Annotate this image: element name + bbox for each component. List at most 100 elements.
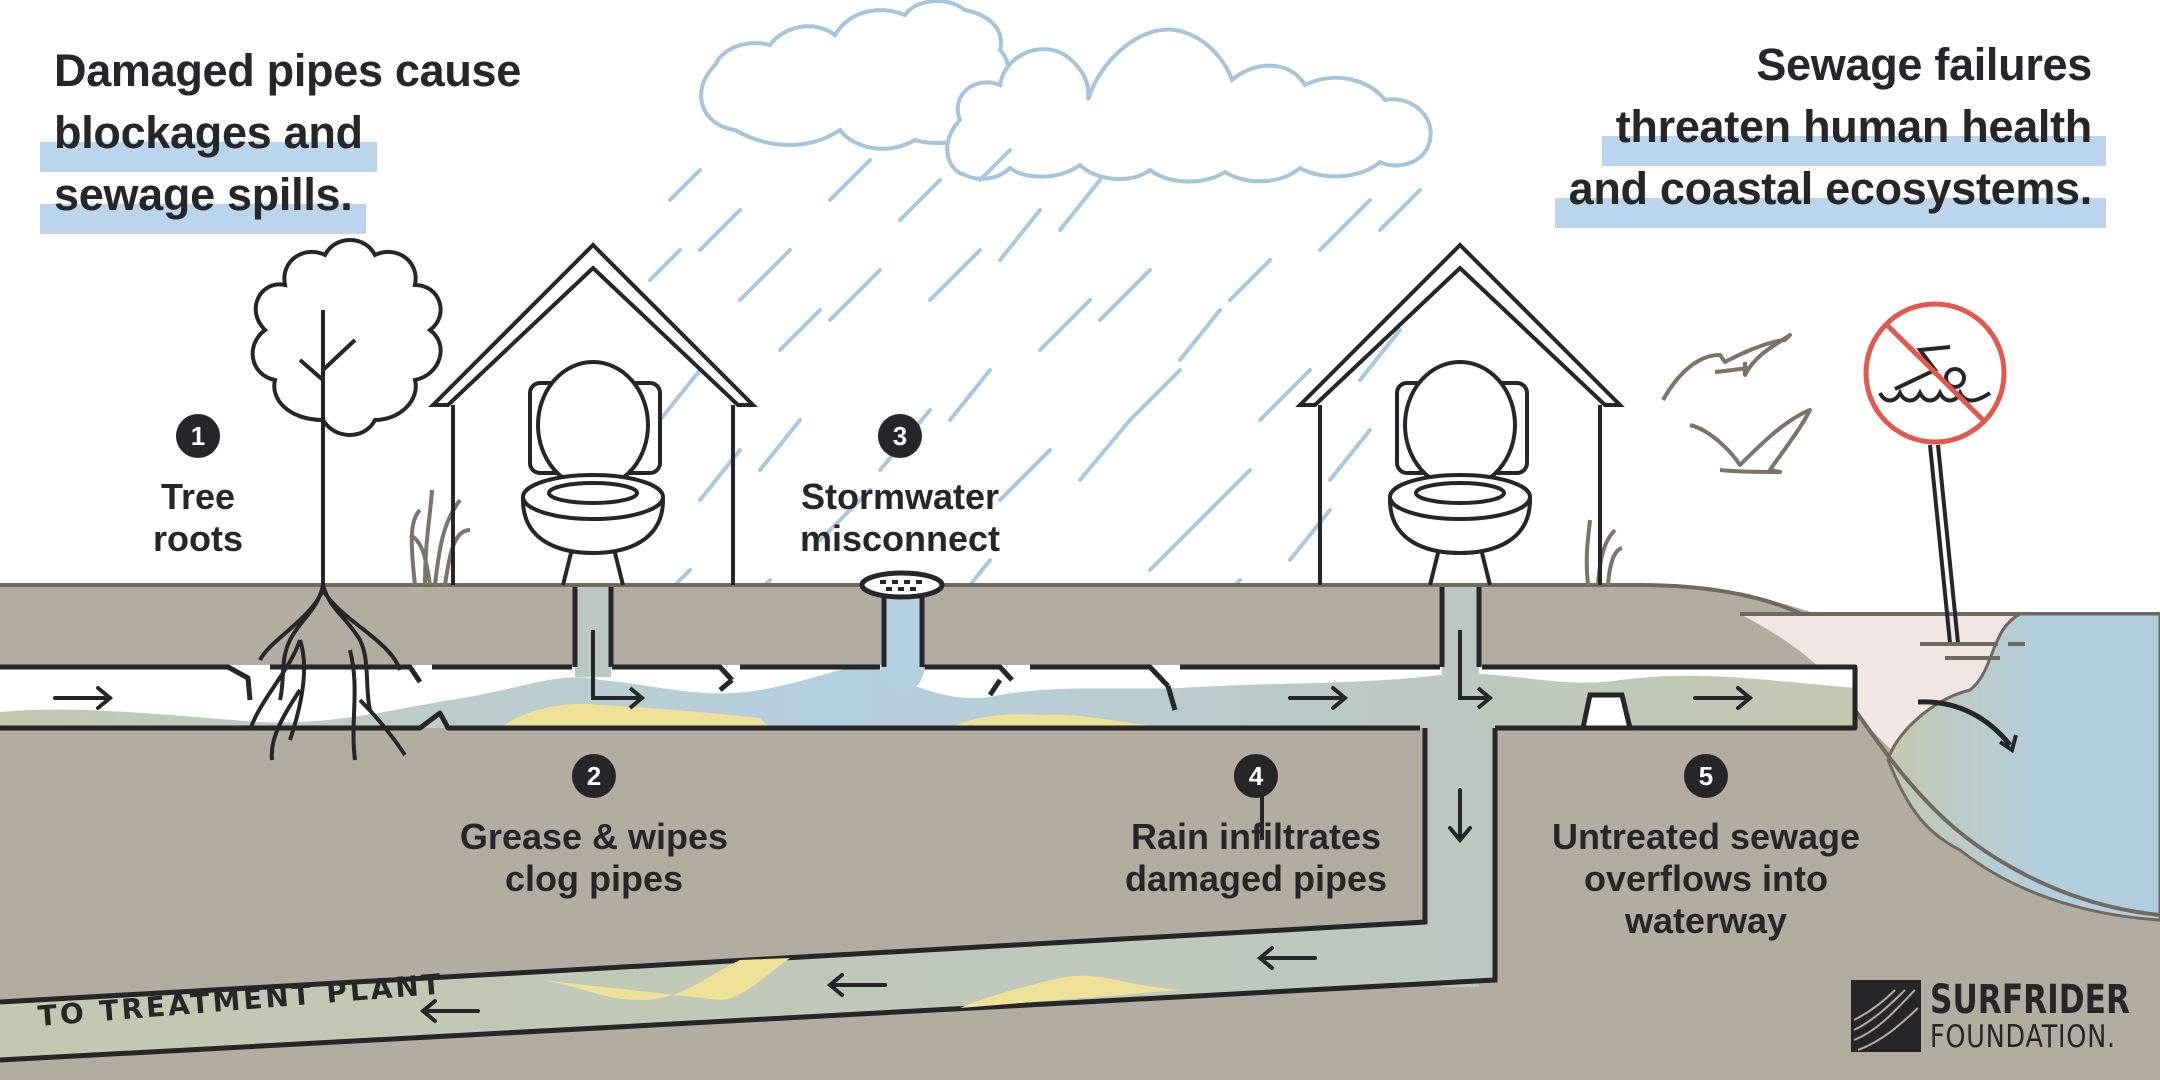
step-label-line: Untreated sewage — [1551, 816, 1861, 857]
step-label-line: waterway — [1624, 900, 1788, 941]
rain-streak — [1128, 368, 1182, 422]
rain-streak — [668, 168, 702, 202]
house-icon — [1295, 242, 1625, 586]
outfall-arrow — [1917, 699, 2012, 747]
ocean — [1886, 612, 2160, 922]
step-rain-infiltration: 4 Rain infiltrates damaged pipes — [1125, 754, 1387, 900]
toilet-base — [561, 552, 625, 586]
house-lateral-pipe — [572, 587, 646, 710]
rain-streak — [758, 418, 802, 472]
rain-icon — [648, 148, 1422, 642]
step-grease-wipes: 2 Grease & wipes clog pipes — [460, 754, 728, 900]
rain-streak — [978, 148, 1012, 182]
no-swimming-sign-icon — [1863, 301, 2025, 660]
step-number-badge: 5 — [1683, 754, 1728, 798]
rain-streak — [1318, 198, 1372, 252]
toilet-base — [1428, 552, 1492, 586]
rain-streak — [1378, 188, 1422, 232]
rain-streak — [658, 368, 702, 422]
sewage-flow — [0, 667, 1855, 728]
step-label-line: overflows into — [1583, 858, 1829, 899]
rain-streak — [1178, 308, 1222, 362]
step-label-line: clog pipes — [504, 858, 684, 899]
logo-name: SURFRIDER — [1930, 976, 2131, 1023]
rain-streak — [648, 248, 682, 282]
seagull-icon — [1661, 333, 1812, 474]
toilet-seat-hole — [547, 481, 639, 505]
house-wall — [451, 405, 735, 585]
headline-right-line: and coastal ecosystems. — [1568, 163, 2093, 214]
toilet-lid — [1403, 360, 1517, 490]
rain-streak — [778, 308, 822, 352]
step-tree-roots: 1 Tree roots — [153, 414, 243, 560]
rain-streak — [1198, 468, 1252, 522]
flow-arrows — [53, 686, 1754, 1023]
step-stormwater: 3 Stormwater misconnect — [800, 414, 1000, 560]
surfrider-logo: SURFRIDER FOUNDATION. — [1850, 978, 2160, 1054]
tree-icon — [248, 238, 443, 761]
grease-deposit — [500, 703, 770, 728]
overflow-weir — [1579, 692, 1634, 731]
grease-deposit — [960, 975, 1180, 1008]
rain-streak — [1288, 508, 1332, 562]
headline-left-line: sewage spills. — [54, 169, 353, 220]
house-roof — [1295, 242, 1625, 407]
grass-icon — [408, 489, 1623, 586]
rain-streak — [1098, 268, 1152, 322]
rain-streak — [1358, 328, 1402, 382]
step-label-line: Stormwater — [800, 476, 1000, 517]
flow-arrow-icon — [1288, 686, 1349, 710]
toilet-seat-hole — [1414, 481, 1506, 505]
step-label-line: Rain infiltrates — [1130, 816, 1382, 857]
step-number-badge: 2 — [571, 754, 616, 798]
logo-subtitle: FOUNDATION. — [1930, 1018, 2116, 1055]
rain-streak — [828, 158, 872, 202]
step-label-line: misconnect — [799, 518, 1001, 559]
step-overflow: 5 Untreated sewage overflows into waterw… — [1552, 754, 1860, 942]
grease-deposit — [950, 714, 1170, 728]
headline-right-line: threaten human health — [1615, 101, 2093, 152]
flow-arrow-icon — [1693, 686, 1754, 710]
rain-streak — [698, 208, 742, 252]
rain-streak — [1328, 428, 1372, 482]
rain-streak — [928, 248, 982, 302]
step-label-line: damaged pipes — [1124, 858, 1388, 899]
flow-arrow-icon — [53, 686, 114, 710]
step-label-line: Grease & wipes — [459, 816, 729, 857]
step-number-badge: 3 — [878, 414, 922, 458]
step-number-badge: 4 — [1233, 754, 1278, 798]
rain-streak — [998, 448, 1052, 502]
headline-right: Sewage failures threaten human health an… — [1554, 34, 2106, 228]
rain-streak — [818, 488, 872, 542]
rain-streak — [948, 368, 992, 422]
rain-streak — [1258, 368, 1312, 422]
flow-arrow-icon — [826, 973, 887, 997]
flow-arrow-icon — [1448, 788, 1472, 844]
rain-streak — [828, 268, 882, 322]
step-number-badge: 1 — [176, 414, 220, 458]
rain-streak — [738, 248, 792, 302]
rain-streak — [998, 208, 1042, 262]
rain-streak — [1228, 258, 1272, 302]
cloud-icon — [699, 0, 1433, 184]
rain-streak — [1148, 518, 1202, 572]
grease-deposit — [540, 958, 790, 1000]
step-label-line: Tree — [160, 476, 236, 517]
flow-arrow-icon — [419, 999, 480, 1023]
headline-right-line: Sewage failures — [1756, 39, 2092, 90]
surfrider-wave-logo-icon — [1851, 980, 1921, 1052]
house-roof — [428, 242, 758, 407]
toilet-lid — [536, 360, 650, 490]
house-wall — [1318, 405, 1602, 585]
rain-streak — [1038, 298, 1092, 352]
rain-streak — [898, 178, 942, 222]
step-label-line: roots — [153, 518, 243, 559]
storm-drain-icon — [859, 570, 945, 692]
rain-streak — [1058, 178, 1102, 232]
headline-left-line: Damaged pipes cause — [54, 45, 521, 96]
headline-left: Damaged pipes cause blockages and sewage… — [40, 40, 521, 234]
treatment-pipe — [0, 728, 1495, 1060]
rain-streak — [1078, 418, 1132, 482]
